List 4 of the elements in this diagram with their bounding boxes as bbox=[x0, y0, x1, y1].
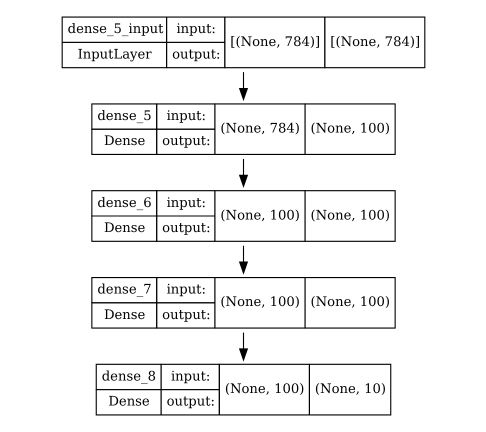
arrow bbox=[238, 158, 248, 188]
arrow bbox=[238, 246, 248, 275]
arrow bbox=[238, 72, 248, 102]
arrow bbox=[238, 332, 248, 362]
